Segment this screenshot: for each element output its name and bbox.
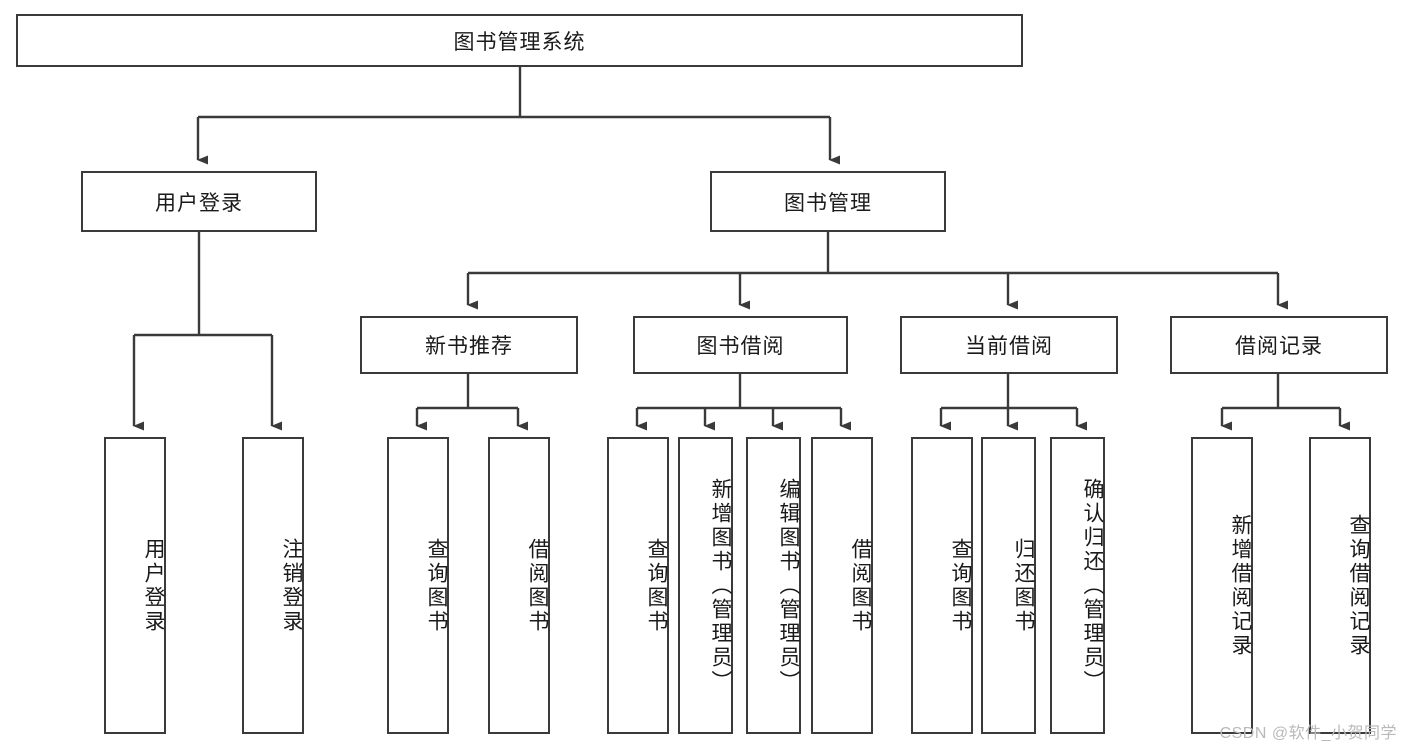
node-current-borrow-label: 当前借阅 [965, 335, 1053, 358]
leaf-return-book[interactable]: 归还图书 [981, 437, 1036, 734]
leaf-query-book-recommend-label: 查询图书 [425, 537, 448, 634]
node-user-login-label: 用户登录 [155, 191, 243, 215]
leaf-borrow-book-label: 借阅图书 [849, 537, 872, 634]
leaf-add-borrow-record[interactable]: 新增借阅记录 [1191, 437, 1253, 734]
node-book-management-label: 图书管理 [784, 191, 872, 215]
node-book-management[interactable]: 图书管理 [710, 171, 946, 232]
leaf-query-book-current[interactable]: 查询图书 [911, 437, 973, 734]
node-book-borrow-label: 图书借阅 [696, 335, 785, 358]
leaf-add-borrow-record-label: 新增借阅记录 [1229, 513, 1252, 658]
leaf-query-book-recommend[interactable]: 查询图书 [387, 437, 449, 734]
leaf-query-book-borrow[interactable]: 查询图书 [607, 437, 669, 734]
node-book-borrow[interactable]: 图书借阅 [633, 316, 848, 374]
leaf-user-login-label: 用户登录 [142, 537, 165, 634]
csdn-watermark: CSDN @软件_小贺同学 [1219, 725, 1397, 742]
leaf-edit-book-admin-label: 编辑图书（管理员） [777, 477, 800, 694]
leaf-confirm-return-admin[interactable]: 确认归还（管理员） [1050, 437, 1105, 734]
node-new-book-recommend[interactable]: 新书推荐 [360, 316, 578, 374]
node-borrow-records-label: 借阅记录 [1235, 335, 1323, 358]
node-user-login[interactable]: 用户登录 [81, 171, 317, 232]
leaf-confirm-return-admin-label: 确认归还（管理员） [1081, 477, 1104, 694]
leaf-logout[interactable]: 注销登录 [242, 437, 304, 734]
leaf-add-book-admin-label: 新增图书（管理员） [709, 477, 732, 694]
leaf-query-book-borrow-label: 查询图书 [645, 537, 668, 634]
leaf-logout-label: 注销登录 [280, 537, 303, 634]
leaf-add-book-admin[interactable]: 新增图书（管理员） [678, 437, 733, 734]
leaf-query-borrow-record-label: 查询借阅记录 [1347, 513, 1370, 658]
node-root[interactable]: 图书管理系统 [16, 14, 1023, 67]
node-current-borrow[interactable]: 当前借阅 [900, 316, 1118, 374]
leaf-borrow-book-recommend[interactable]: 借阅图书 [488, 437, 550, 734]
leaf-user-login[interactable]: 用户登录 [104, 437, 166, 734]
leaf-query-book-current-label: 查询图书 [949, 537, 972, 634]
leaf-edit-book-admin[interactable]: 编辑图书（管理员） [746, 437, 801, 734]
leaf-return-book-label: 归还图书 [1012, 537, 1035, 634]
leaf-query-borrow-record[interactable]: 查询借阅记录 [1309, 437, 1371, 734]
leaf-borrow-book[interactable]: 借阅图书 [811, 437, 873, 734]
node-root-label: 图书管理系统 [453, 30, 586, 54]
node-new-book-recommend-label: 新书推荐 [425, 335, 513, 358]
node-borrow-records[interactable]: 借阅记录 [1170, 316, 1388, 374]
leaf-borrow-book-recommend-label: 借阅图书 [526, 537, 549, 634]
